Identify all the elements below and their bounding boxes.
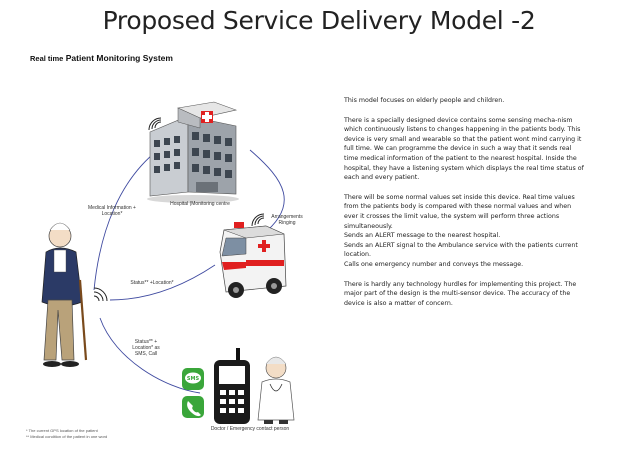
description-line: Sends an ALERT message to the nearest ho… xyxy=(344,231,586,241)
hospital-label: Hospital (Monitoring centre xyxy=(160,201,240,207)
description-paragraph-4: There is hardly any technology hurdles f… xyxy=(344,280,586,309)
mobile-phone-icon xyxy=(214,348,250,424)
patient-to-hospital-line xyxy=(94,150,158,290)
description-paragraph-1: This model focuses on elderly people and… xyxy=(344,96,586,106)
hospital-icon xyxy=(147,102,239,203)
footnote-line-2: ** Medical condition of the patient in o… xyxy=(26,434,107,440)
sms-icon: SMS xyxy=(182,368,204,390)
description-line: Sends an ALERT signal to the Ambulance s… xyxy=(344,241,586,260)
elderly-patient-icon xyxy=(42,223,86,367)
arrangements-label: Arrangements Ringing xyxy=(262,214,312,226)
doctor-icon xyxy=(258,357,294,424)
description-paragraph-2: There is a specially designed device con… xyxy=(344,116,586,183)
footnote: * The current GPS location of the patien… xyxy=(26,428,107,440)
description-text: This model focuses on elderly people and… xyxy=(344,96,586,318)
description-line: Calls one emergency number and conveys t… xyxy=(344,260,586,270)
doctor-label: Doctor / Emergency contact person xyxy=(190,426,310,432)
medical-info-label: Medical Information + Location* xyxy=(86,205,138,217)
status-location-label: Status** +Location* xyxy=(122,280,182,286)
ambulance-icon xyxy=(220,222,286,298)
patient-signal-icon xyxy=(94,288,107,301)
svg-text:SMS: SMS xyxy=(187,376,200,382)
description-paragraph-3: There will be some normal values set ins… xyxy=(344,193,586,270)
description-line: There will be some normal values set ins… xyxy=(344,193,586,231)
status-sms-label: Status** + Location* as SMS, Call xyxy=(128,339,164,357)
service-model-diagram: SMS xyxy=(0,0,345,452)
call-icon xyxy=(182,396,204,418)
